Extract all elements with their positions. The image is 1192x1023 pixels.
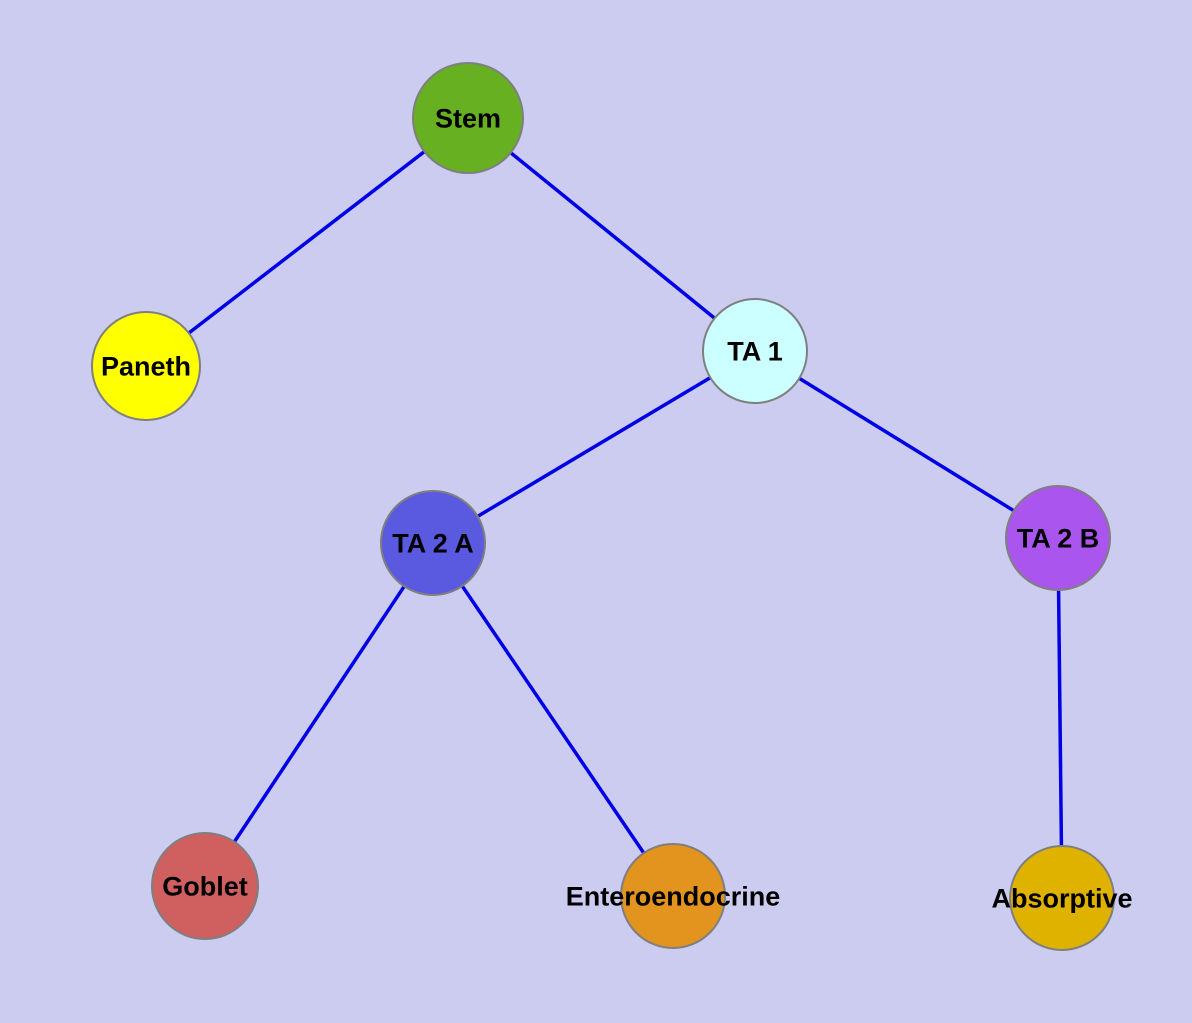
edge-ta2a-enteroendocrine	[431, 542, 675, 897]
node-paneth[interactable]: Paneth	[91, 311, 201, 421]
edge-ta1-ta2b	[754, 349, 1059, 540]
node-absorptive[interactable]: Absorptive	[991, 845, 1133, 951]
node-circle-ta1[interactable]	[702, 298, 808, 404]
edge-stem-ta1	[466, 116, 757, 353]
edge-ta2b-absorptive	[1056, 537, 1064, 899]
node-stem[interactable]: Stem	[412, 62, 524, 174]
node-ta1[interactable]: TA 1	[702, 298, 808, 404]
node-ta2a[interactable]: TA 2 A	[380, 490, 486, 596]
edge-stem-paneth	[144, 116, 470, 368]
node-circle-paneth[interactable]	[91, 311, 201, 421]
node-circle-enteroendocrine[interactable]	[620, 843, 726, 949]
edge-ta1-ta2a	[432, 349, 756, 545]
node-circle-absorptive[interactable]	[1009, 845, 1115, 951]
node-circle-ta2a[interactable]	[380, 490, 486, 596]
edge-ta2a-goblet	[203, 542, 435, 887]
node-goblet[interactable]: Goblet	[151, 832, 259, 940]
node-circle-ta2b[interactable]	[1005, 485, 1111, 591]
node-circle-stem[interactable]	[412, 62, 524, 174]
node-enteroendocrine[interactable]: Enteroendocrine	[566, 843, 781, 949]
node-circle-goblet[interactable]	[151, 832, 259, 940]
node-ta2b[interactable]: TA 2 B	[1005, 485, 1111, 591]
